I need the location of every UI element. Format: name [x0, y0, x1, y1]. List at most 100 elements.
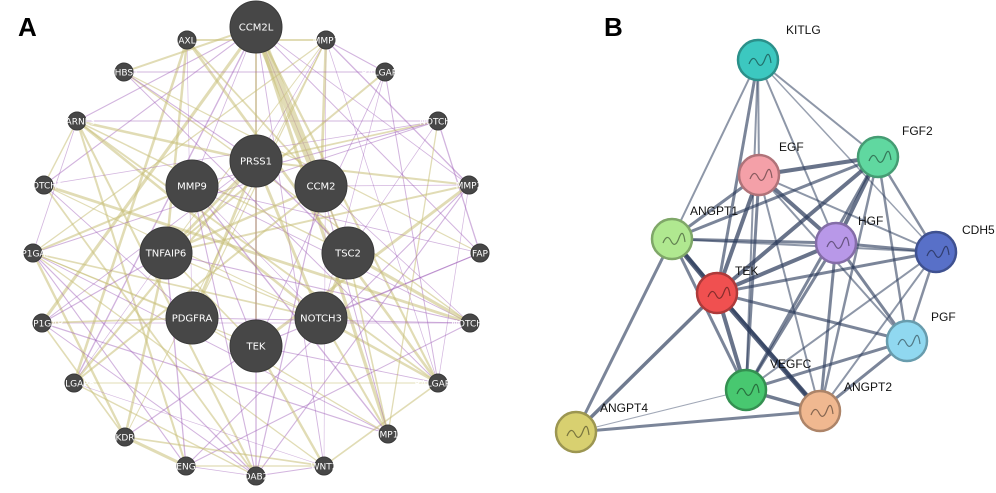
edge-rap1gap2-dab2 — [32, 252, 257, 477]
node-mmp13[interactable]: MMP13 — [372, 424, 404, 444]
node-circle — [737, 153, 781, 197]
node-circle — [650, 217, 694, 261]
edge-mmp2-dab2 — [255, 184, 470, 477]
edge-tnfaip6-notch3 — [165, 252, 322, 319]
edge-garnl3-notch1 — [43, 120, 78, 186]
edge-thbs1-fap — [123, 71, 481, 254]
node-mmp2[interactable]: MMP2 — [456, 175, 483, 195]
node-tsc2[interactable]: TSC2 — [321, 226, 375, 280]
node-label: MMP1 — [313, 37, 340, 47]
edge-kitlg-tek — [715, 59, 760, 294]
panel-a-label: A — [18, 12, 37, 42]
node-circle — [139, 226, 193, 280]
node-circle — [428, 111, 448, 131]
node-ccm2[interactable]: CCM2 — [294, 159, 348, 213]
node-notch2[interactable]: NOTCH2 — [419, 111, 457, 131]
node-fap[interactable]: FAP — [470, 243, 490, 263]
node-rap1gap[interactable]: RAP1GAP — [21, 313, 63, 333]
node-notch4[interactable]: NOTCH4 — [451, 313, 489, 333]
node-label: RALGAPA2 — [415, 380, 462, 390]
edge-ccm2l-ccm2 — [251, 25, 326, 188]
edge-mmp2-ralgapa2 — [437, 184, 470, 384]
node-label: EGF — [779, 140, 804, 154]
edge-mmp2-tnfaip6 — [165, 184, 470, 254]
node-kitlg[interactable]: KITLG — [736, 23, 821, 82]
node-tek[interactable]: TEK — [229, 319, 283, 373]
node-label: NOTCH1 — [25, 182, 63, 192]
edge-rap1gap2-mmp13 — [32, 252, 389, 435]
node-dab2[interactable]: DAB2 — [244, 466, 269, 486]
node-notch3[interactable]: NOTCH3 — [294, 291, 348, 345]
edge-axl-tnfaip6 — [164, 39, 189, 254]
node-ralgapb[interactable]: RALGAPB — [53, 373, 95, 393]
edge-axl-ralgapa2 — [185, 39, 440, 384]
node-angpt4[interactable]: ANGPT4 — [554, 401, 648, 454]
node-rap1gap2[interactable]: RAP1GAP2 — [9, 243, 57, 263]
node-circle — [229, 319, 283, 373]
node-wnt2[interactable]: WNT2 — [311, 456, 338, 476]
node-tnfaip6[interactable]: TNFAIP6 — [139, 226, 193, 280]
edge-notch4-ccm2 — [320, 185, 471, 324]
node-ccm2l[interactable]: CCM2L — [229, 0, 283, 54]
edge-garnl3-ralgapa2 — [76, 120, 439, 384]
edge-dab2-mmp9 — [191, 185, 257, 477]
edge-ralgapb-tnfaip6 — [73, 252, 167, 384]
node-label: HGF — [858, 214, 883, 228]
edge-fgf2-angpt2 — [818, 156, 880, 412]
node-hgf[interactable]: HGF — [814, 214, 883, 265]
node-notch1[interactable]: NOTCH1 — [25, 175, 63, 195]
node-circle — [246, 466, 266, 486]
node-angpt2[interactable]: ANGPT2 — [798, 380, 892, 433]
node-eng[interactable]: ENG — [176, 456, 196, 476]
protein-structure-icon — [926, 245, 950, 258]
node-label: ANGPT4 — [600, 401, 648, 415]
protein-structure-icon — [826, 236, 850, 249]
edge-tek-angpt2 — [715, 291, 822, 413]
node-circle — [32, 313, 52, 333]
edge-garnl3-rap1gap2 — [32, 120, 78, 254]
node-pgf[interactable]: PGF — [885, 310, 956, 363]
node-ralgapa2[interactable]: RALGAPA2 — [415, 373, 462, 393]
edge-notch2-prss1 — [255, 120, 439, 162]
node-circle — [378, 424, 398, 444]
node-label: FGF2 — [902, 124, 933, 138]
edge-notch1-notch4 — [43, 183, 471, 325]
node-angpt1[interactable]: ANGPT1 — [650, 204, 738, 261]
node-axl[interactable]: AXL — [177, 30, 197, 50]
node-label: GARNL3 — [59, 118, 96, 128]
protein-structure-icon — [707, 286, 731, 299]
edge-rap1gap-mmp13 — [41, 322, 389, 435]
node-kdr[interactable]: KDR — [115, 427, 135, 447]
edge-mmp13-ccm2 — [320, 185, 389, 435]
node-circle — [460, 313, 480, 333]
node-thbs1[interactable]: THBS1 — [108, 62, 139, 82]
node-vegfc[interactable]: VEGFC — [724, 357, 812, 412]
node-circle — [856, 135, 900, 179]
node-circle — [67, 111, 87, 131]
node-label: VEGFC — [770, 357, 812, 371]
node-prss1[interactable]: PRSS1 — [229, 134, 283, 188]
edge-axl-ccm2 — [186, 39, 322, 187]
node-pdgfra[interactable]: PDGFRA — [165, 291, 219, 345]
node-tek[interactable]: TEK — [695, 264, 758, 315]
node-cdh5[interactable]: CDH5 — [914, 223, 995, 274]
protein-structure-icon — [566, 425, 590, 438]
node-circle — [459, 175, 479, 195]
edge-ralgapb-wnt2 — [73, 382, 325, 467]
node-label: TNFAIP6 — [145, 249, 187, 260]
node-garnl3[interactable]: GARNL3 — [59, 111, 96, 131]
node-mmp9[interactable]: MMP9 — [165, 159, 219, 213]
node-fgf2[interactable]: FGF2 — [856, 124, 933, 179]
node-label: DAB2 — [244, 473, 269, 483]
edge-cdh5-angpt2 — [819, 251, 937, 412]
edge-mmp9-tek — [191, 185, 257, 347]
edge-rap1gap2-wnt2 — [32, 252, 325, 467]
edge-notch1-pdgfra — [43, 184, 193, 319]
node-egf[interactable]: EGF — [737, 140, 804, 197]
node-label: PGF — [931, 310, 956, 324]
node-mmp1[interactable]: MMP1 — [313, 30, 340, 50]
node-circle — [914, 230, 958, 274]
node-circle — [428, 373, 448, 393]
node-circle — [798, 389, 842, 433]
node-ralgapa1[interactable]: RALGAPA1 — [362, 62, 409, 82]
